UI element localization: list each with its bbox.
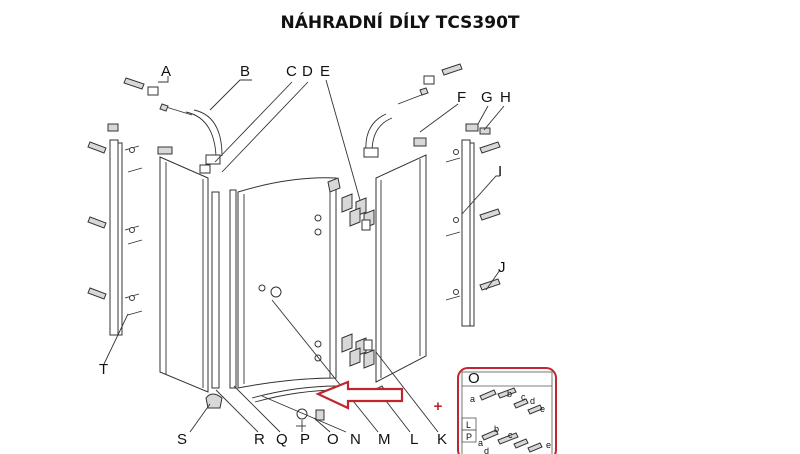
- plus-sign: +: [434, 398, 443, 415]
- inset-label-a2: a: [478, 438, 483, 448]
- label-I: I: [498, 163, 502, 180]
- label-D: D: [302, 63, 313, 80]
- label-R: R: [254, 431, 265, 448]
- hinge-cluster-top: [341, 193, 375, 231]
- label-L: L: [410, 431, 418, 448]
- label-B: B: [240, 63, 250, 80]
- inset-row-p: P: [466, 432, 472, 442]
- label-G: G: [481, 89, 493, 106]
- label-S: S: [177, 431, 187, 448]
- inset-label-c: c: [521, 392, 526, 402]
- label-P: P: [300, 431, 310, 448]
- label-N: N: [350, 431, 361, 448]
- right-fixed-panel: [375, 137, 427, 383]
- inset-row-l: L: [466, 420, 471, 430]
- hinge-cluster-bottom: [341, 333, 375, 369]
- label-J: J: [498, 259, 506, 276]
- label-F: F: [457, 89, 466, 106]
- top-left-anchor-and-screw: [123, 77, 193, 116]
- right-support-bar: [363, 113, 393, 158]
- part-labels: A B C D E F G H I J K L M N O P Q R S T: [99, 63, 511, 448]
- label-M: M: [378, 431, 391, 448]
- inset-label-d2: d: [484, 446, 489, 454]
- label-A: A: [161, 63, 171, 80]
- inset-header: O: [468, 370, 480, 387]
- inset-labels: O a b c d e L P a b c d e: [466, 370, 551, 454]
- highlight-arrow: [315, 380, 404, 410]
- inset-label-d: d: [530, 396, 535, 406]
- label-H: H: [500, 89, 511, 106]
- inset-label-e: e: [540, 404, 545, 414]
- left-wall-profile: [107, 123, 123, 336]
- left-support-bar: [185, 109, 223, 174]
- inset-label-b: b: [507, 389, 512, 399]
- inset-label-b2: b: [494, 424, 499, 434]
- top-right-anchor-and-screw: [397, 63, 463, 105]
- seal-detail-inset: [457, 367, 557, 454]
- narrow-profiles: [211, 189, 237, 389]
- page-title: NÁHRADNÍ DÍLY TCS390T: [280, 13, 520, 33]
- label-K: K: [437, 431, 447, 448]
- inset-label-e2: e: [546, 440, 551, 450]
- label-Q: Q: [276, 431, 288, 448]
- label-O: O: [327, 431, 339, 448]
- inset-label-a: a: [470, 394, 475, 404]
- leader-lines: [103, 76, 505, 433]
- label-E: E: [320, 63, 330, 80]
- left-fixed-panel: [157, 146, 209, 393]
- label-C: C: [286, 63, 297, 80]
- right-wall-profile: [461, 123, 491, 327]
- left-wall-anchors: [87, 141, 143, 316]
- label-T: T: [99, 361, 108, 378]
- curved-door: [237, 177, 341, 389]
- inset-label-c2: c: [508, 430, 513, 440]
